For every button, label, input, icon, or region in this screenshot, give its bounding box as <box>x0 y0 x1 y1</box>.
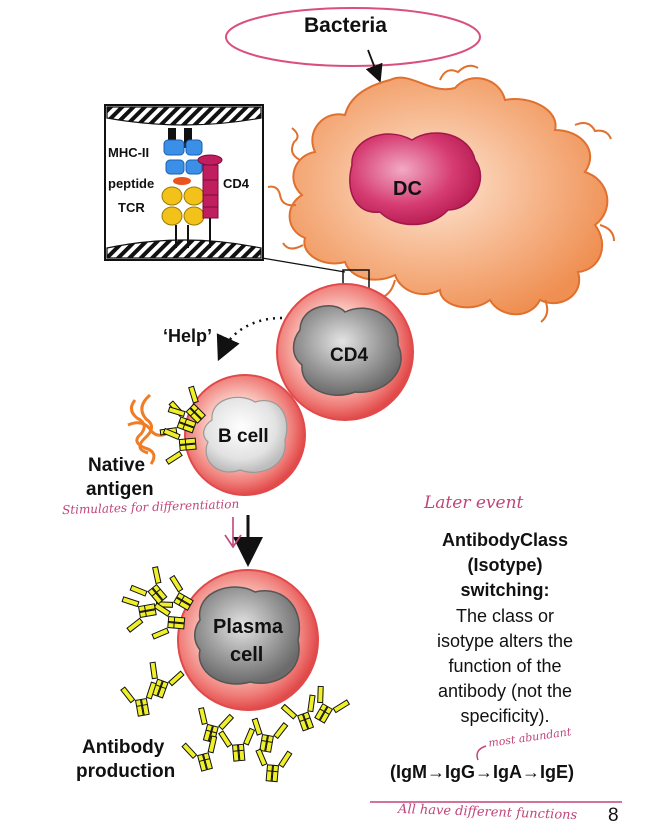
cd4-t-cell <box>276 283 414 421</box>
help-arrow <box>216 316 283 362</box>
handwritten-pointer <box>476 745 487 761</box>
plasma-nucleus <box>194 586 301 685</box>
b-cell-nucleus <box>203 396 288 473</box>
secreted-antibody <box>246 716 289 755</box>
native-antigen-label-2: antigen <box>86 479 154 500</box>
cd4-cell-label: CD4 <box>330 345 369 366</box>
dendritic-cell <box>267 64 615 323</box>
isotype-body-line: function of the <box>448 656 562 676</box>
dc-label: DC <box>393 178 422 200</box>
isotype-body-line: The class or <box>455 606 555 626</box>
tcr-label: TCR <box>118 200 145 215</box>
zoom-line <box>261 257 346 273</box>
b-cell-label: B cell <box>218 426 269 447</box>
secreted-antibody <box>218 727 258 763</box>
isotype-heading-3: switching: <box>460 580 550 600</box>
plasma-cell-label-1: Plasma <box>213 616 284 638</box>
isotype-body-line: antibody (not the <box>437 681 573 701</box>
isotype-heading-1: AntibodyClass <box>441 530 569 550</box>
synapse-inset <box>104 104 264 261</box>
page-number: 8 <box>608 805 619 826</box>
help-label: ‘Help’ <box>163 326 213 346</box>
tcr-molecule <box>161 186 183 206</box>
plasma-cell-label-2: cell <box>230 644 264 666</box>
secreted-antibody <box>180 734 225 775</box>
handwritten-later-event: Later event <box>424 493 524 513</box>
antibody-production-label-1: Antibody <box>82 737 165 758</box>
isotype-body-line: specificity). <box>460 706 550 726</box>
bacteria-ellipse <box>225 7 481 67</box>
secreted-antibody <box>119 680 162 719</box>
bacteria-arrow <box>365 49 383 83</box>
isotype-sequence: (IgM→IgG→IgA→IgE) <box>390 762 574 782</box>
secreted-antibody <box>253 747 293 784</box>
isotype-body-line: isotype alters the <box>436 631 574 651</box>
plasma-cell <box>177 569 319 711</box>
handwritten-arrow <box>224 517 242 549</box>
antibody-production-label-2: production <box>76 761 176 782</box>
native-antigen-label-1: Native <box>88 455 146 476</box>
b-cell <box>184 374 306 496</box>
bacteria-label: Bacteria <box>304 14 387 37</box>
peptide-mark <box>173 177 191 185</box>
mhc-label: MHC-II <box>108 145 150 160</box>
cd4-nucleus <box>292 305 402 396</box>
dc-nucleus <box>349 132 482 226</box>
mhc-molecule <box>163 139 185 156</box>
cd4-receptor <box>202 164 219 219</box>
peptide-label: peptide <box>108 176 155 191</box>
isotype-heading-2: (Isotype) <box>467 555 543 575</box>
cd4-receptor-label: CD4 <box>223 176 250 191</box>
